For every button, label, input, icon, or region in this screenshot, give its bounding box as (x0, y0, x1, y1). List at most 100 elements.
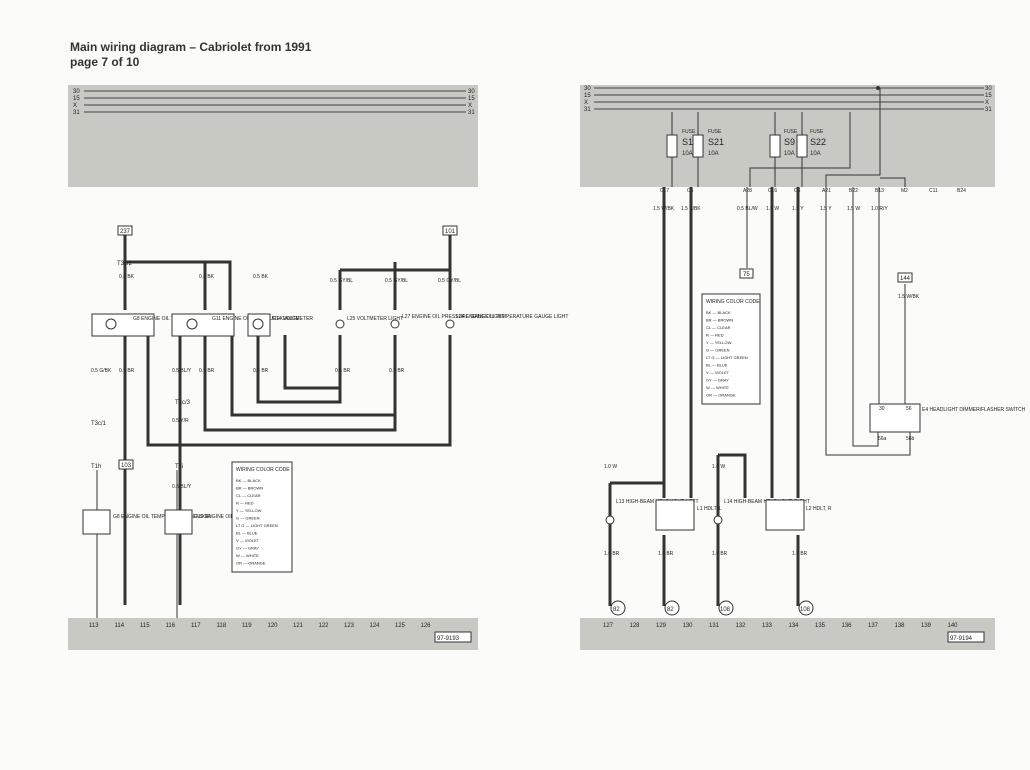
wire-label: 0.5 BR (253, 368, 269, 374)
bus-label-31-right: 31 (468, 110, 475, 116)
wire-label: 1.5 W/BK (653, 206, 675, 212)
footer-number: 138 (895, 623, 906, 629)
ref-101: 101 (445, 229, 456, 235)
footer-number: 123 (344, 623, 355, 629)
footer-number: 132 (736, 623, 747, 629)
fuse-s22 (796, 134, 808, 158)
bus-label-31: 31 (73, 110, 80, 116)
l1-label: L1 HDLT, L (697, 506, 722, 512)
connector-t1h: T1h (91, 464, 101, 470)
l25-label: L25 VOLTMETER LIGHT (347, 316, 403, 322)
color-code-entry: OR — ORANGE (706, 393, 736, 398)
right-bus-panel (580, 85, 995, 187)
l27-lamp-icon (390, 319, 400, 329)
switch-pin-56a: 56a (878, 436, 887, 442)
wire (283, 335, 340, 390)
footer-number: 139 (921, 623, 932, 629)
wire-label: 0.5 Y/R (172, 418, 189, 424)
l2-label: L2 HDLT, R (806, 506, 832, 512)
bus-label-x: X (73, 103, 77, 109)
wire (749, 112, 851, 187)
wire-label: 0.5 GY/BL (438, 278, 461, 284)
color-code-entry: CL — CLEAR (236, 493, 261, 498)
l24-label: L24 ENGINE OIL TEMPERATURE GAUGE LIGHT (456, 314, 568, 320)
ref-circle (718, 600, 734, 616)
wire-label: 0.5 GY/BL (385, 278, 408, 284)
footer-number: 117 (191, 623, 201, 629)
ref-box (118, 459, 134, 470)
ref-144: 144 (900, 276, 911, 282)
footer-number: 128 (630, 623, 641, 629)
footer-number: 120 (268, 623, 279, 629)
fuse-s10 (666, 134, 678, 158)
connector-t3c2: T3c/2 (117, 261, 133, 267)
bus-label-15: 15 (73, 96, 80, 102)
footer-number: 130 (683, 623, 694, 629)
wire-label: 0.5 BK (199, 274, 215, 280)
wire (125, 260, 207, 310)
connector-label: A28 (743, 188, 752, 194)
footer-number: 121 (293, 623, 304, 629)
color-code-entry: BR — BROWN (236, 486, 263, 491)
fuse-s21-rating: 10A (708, 151, 719, 157)
wire-label: 0.5 BR (119, 368, 135, 374)
color-code-entry: GY — GRAY (706, 378, 729, 383)
wire-label: 0.5 BK (119, 274, 135, 280)
footer-number: 133 (762, 623, 773, 629)
ref-97-9193: 97-9193 (437, 636, 460, 642)
wire (825, 88, 881, 187)
fuse-s21-name: S21 (708, 137, 724, 147)
ref-circle-82: 82 (667, 607, 674, 613)
l27-label: L27 ENGINE OIL PRESSURE GAUGE LIGHT (402, 314, 505, 320)
voltmeter-symbol (252, 318, 264, 330)
footer-number: 129 (656, 623, 667, 629)
wire-label: 1.5 Y/BK (681, 206, 701, 212)
color-code-entry: LT G — LIGHT GREEN (706, 355, 748, 360)
footer-number: 127 (603, 623, 614, 629)
footer-number: 115 (140, 623, 150, 629)
footer-number: 125 (395, 623, 406, 629)
color-code-entry: Y — YELLOW (706, 340, 732, 345)
wire (146, 335, 452, 447)
wire-label: 1.0 W (712, 464, 725, 470)
l24-lamp-icon (445, 319, 455, 329)
l14-lamp-icon (713, 515, 723, 525)
bus-label-31: 31 (584, 107, 591, 113)
bus-label-30-right: 30 (985, 86, 992, 92)
ref-tag (434, 631, 472, 643)
color-code-entry: W — WHITE (706, 385, 729, 390)
e4-switch-box (869, 403, 921, 433)
ref-circle-82: 82 (613, 607, 620, 613)
bus-label-15: 15 (584, 93, 591, 99)
color-code-entry: GY — GRAY (236, 546, 259, 551)
footer-number: 116 (166, 623, 176, 629)
ref-circle (798, 600, 814, 616)
diagram-title: Main wiring diagram – Cabriolet from 199… (70, 40, 312, 54)
bus-label-x: X (584, 100, 588, 106)
ref-tag (947, 631, 985, 643)
wire (205, 260, 232, 310)
ref-circle-108: 108 (800, 607, 811, 613)
color-code-entry: BL — BLUE (236, 531, 258, 536)
color-code-entry: V — VIOLET (236, 538, 260, 543)
wire (825, 187, 911, 456)
wire-label: 1.5 BR (792, 551, 808, 557)
wire-label: 1.0 R/Y (871, 206, 888, 212)
footer-number: 140 (948, 623, 959, 629)
footer-number: 135 (815, 623, 826, 629)
ref-75: 75 (743, 272, 750, 278)
switch-pin-30: 30 (879, 406, 885, 412)
color-code-entry: Y — YELLOW (236, 508, 262, 513)
wire-label: 0.5 BL/Y (172, 484, 192, 490)
color-code-entry: LT G — LIGHT GREEN (236, 523, 278, 528)
bus-junction (876, 86, 880, 90)
wire-label: 1.0 W (604, 464, 617, 470)
g10-sensor-box (164, 509, 193, 535)
footer-number: 118 (217, 623, 227, 629)
connector-t3c1: T3c/1 (91, 421, 107, 427)
wire-label: 0.5 BR (389, 368, 405, 374)
bus-label-x-right: X (985, 100, 989, 106)
fuse-s10-rating: 10A (682, 151, 693, 157)
